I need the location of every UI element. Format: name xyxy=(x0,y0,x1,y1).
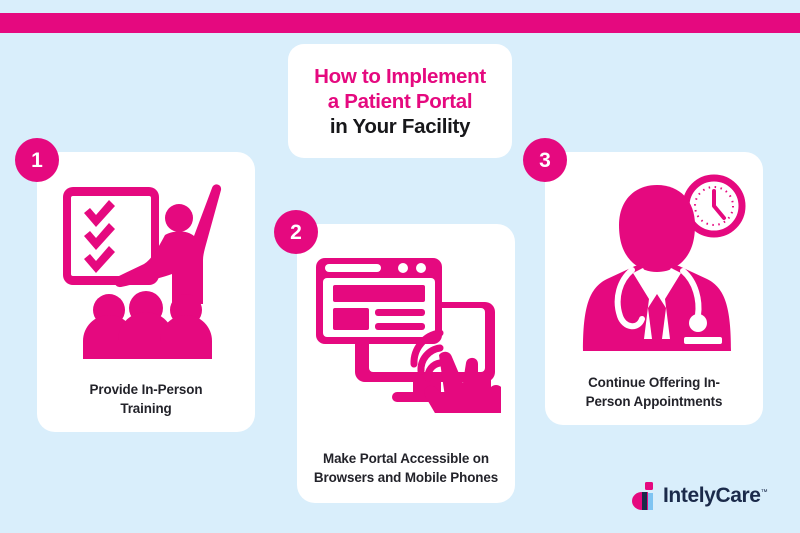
step-caption-1: Provide In-Person Training xyxy=(47,380,245,418)
step-caption-3-line2: Person Appointments xyxy=(585,394,723,409)
doctor-with-clock-icon xyxy=(545,166,763,359)
step-caption-3: Continue Offering In- Person Appointment… xyxy=(555,373,753,411)
logo-trademark: ™ xyxy=(760,489,768,496)
logo-text-part2: Care xyxy=(715,484,761,507)
logo-text-part1: Intely xyxy=(663,484,716,507)
step-caption-2-line1: Make Portal Accessible on xyxy=(323,451,489,466)
intelycare-logo-mark-icon xyxy=(632,482,656,510)
intelycare-logo-text: IntelyCare™ xyxy=(663,484,768,508)
title-line-2: a Patient Portal xyxy=(327,89,473,113)
intelycare-logo: IntelyCare™ xyxy=(632,482,768,510)
top-pink-strip xyxy=(0,13,800,33)
step-card-3[interactable]: Continue Offering In- Person Appointment… xyxy=(545,152,763,425)
title-card: How to Implement a Patient Portal in You… xyxy=(288,44,512,158)
step-caption-1-line1: Provide In-Person xyxy=(89,382,203,397)
step-badge-2: 2 xyxy=(274,210,318,254)
trainer-with-checklist-icon xyxy=(37,166,255,366)
step-caption-3-line1: Continue Offering In- xyxy=(588,375,720,390)
browser-monitor-tap-icon xyxy=(297,238,515,423)
step-caption-2-line2: Browsers and Mobile Phones xyxy=(313,470,499,485)
step-number-1: 1 xyxy=(31,148,43,172)
step-caption-2: Make Portal Accessible on Browsers and M… xyxy=(307,449,505,487)
step-number-3: 3 xyxy=(539,148,551,172)
step-badge-1: 1 xyxy=(15,138,59,182)
step-number-2: 2 xyxy=(290,220,302,244)
step-caption-1-line2: Training xyxy=(120,401,172,416)
step-badge-3: 3 xyxy=(523,138,567,182)
title-line-3: in Your Facility xyxy=(329,114,471,138)
title-line-1: How to Implement xyxy=(314,64,486,88)
step-card-1[interactable]: Provide In-Person Training xyxy=(37,152,255,432)
step-card-2[interactable]: Make Portal Accessible on Browsers and M… xyxy=(297,224,515,503)
